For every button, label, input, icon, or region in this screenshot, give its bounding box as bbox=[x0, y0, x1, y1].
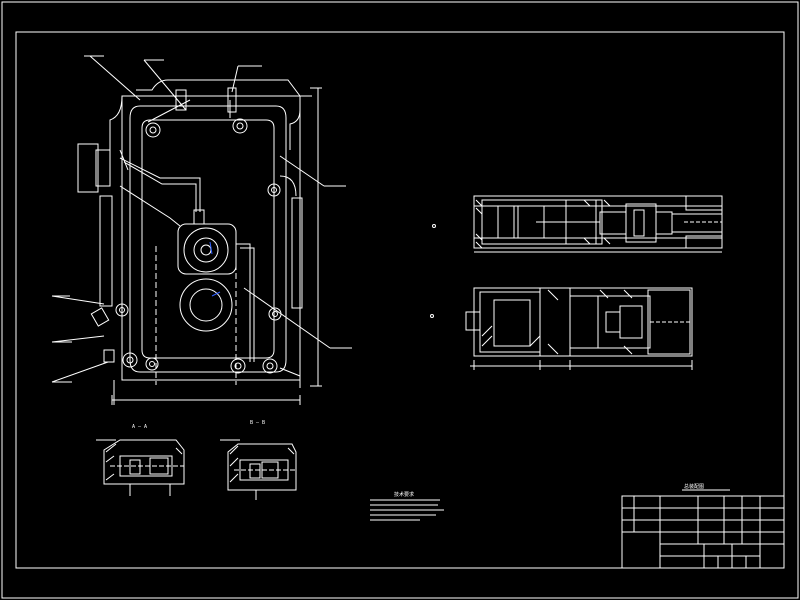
section-b-b bbox=[220, 439, 297, 500]
title-block-caption: 总装配图 bbox=[684, 483, 704, 490]
section-label-b: B — B bbox=[250, 420, 265, 426]
shaft-key-accent bbox=[209, 241, 221, 297]
section-a-a bbox=[96, 439, 185, 496]
technical-requirements bbox=[370, 499, 444, 521]
leader-lines bbox=[51, 55, 352, 383]
tech-req-title: 技术要求 bbox=[394, 491, 414, 498]
pump-top-view bbox=[432, 195, 723, 253]
section-label-a: A — A bbox=[132, 424, 147, 430]
pump-section-view bbox=[430, 287, 693, 370]
housing-front-view bbox=[77, 79, 303, 385]
main-view-dimensions bbox=[111, 87, 322, 405]
title-block bbox=[621, 495, 785, 569]
